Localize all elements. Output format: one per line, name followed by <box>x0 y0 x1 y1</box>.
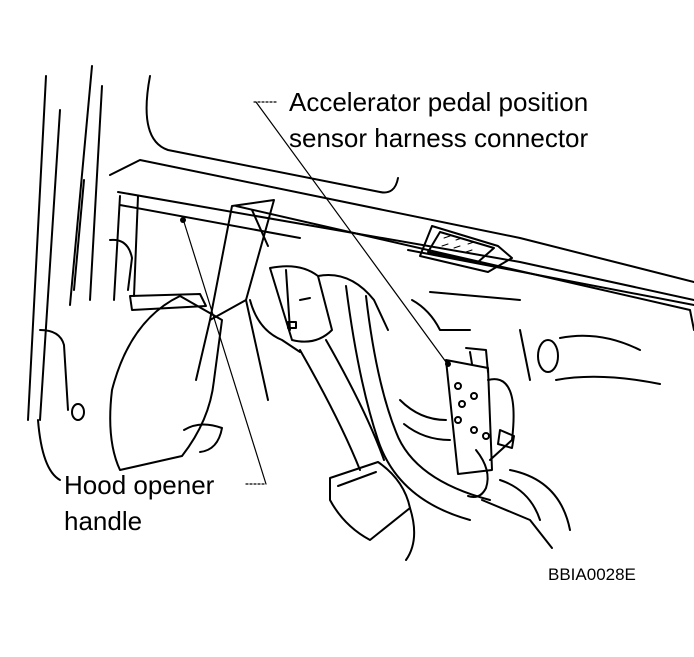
accelerator-sensor-callout: Accelerator pedal position sensor harnes… <box>289 84 588 156</box>
brake-pedal-pad <box>329 461 416 561</box>
dashboard-outline <box>109 75 694 331</box>
accelerator-pedal-arm <box>299 285 491 521</box>
hood-opener-callout-line1: Hood opener <box>64 470 215 500</box>
side-panel <box>73 179 207 311</box>
hood-opener-bracket <box>195 199 275 401</box>
leader-line-hood <box>180 217 267 485</box>
hood-opener-callout: Hood opener handle <box>64 467 214 539</box>
steering-column <box>249 265 471 353</box>
accelerator-sensor-callout-line2: sensor harness connector <box>289 123 589 153</box>
door-frame <box>27 65 103 481</box>
right-lower-structure <box>481 329 661 549</box>
hood-opener-callout-line2: handle <box>64 506 143 536</box>
knee-panel <box>109 295 223 471</box>
leader-line-accelerator <box>253 101 451 367</box>
vent-grille <box>419 225 513 273</box>
figure-code: BBIA0028E <box>548 565 636 584</box>
accelerator-sensor-module <box>399 347 515 498</box>
accelerator-sensor-callout-line1: Accelerator pedal position <box>289 87 589 117</box>
